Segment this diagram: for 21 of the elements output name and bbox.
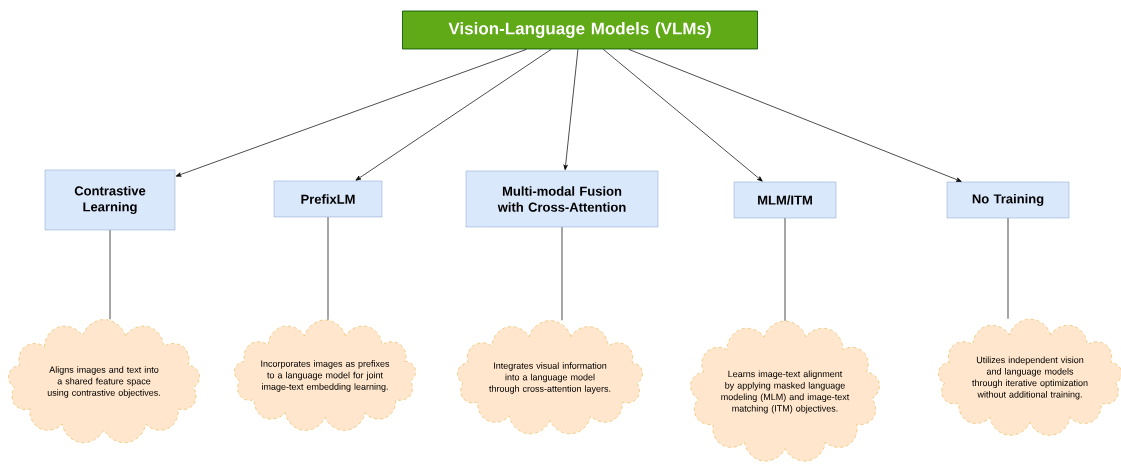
arrow — [355, 49, 552, 181]
category-box: No Training — [946, 181, 1070, 219]
description-cloud: Aligns images and text into a shared feature space using contrastive objectives. — [8, 319, 200, 444]
description-cloud: Incorporates images as prefixes to a language model for joint image-text embedding learning. — [234, 319, 416, 431]
arrow — [563, 49, 579, 171]
title-box: Vision-Language Models (VLMs) — [402, 10, 758, 50]
category-box: Multi-modal Fusion with Cross-Attention — [465, 170, 659, 228]
connector-line — [784, 217, 786, 322]
connector-line — [327, 216, 329, 321]
description-cloud: Learns image-text alignment by applying masked language modeling (MLM) and image-text matching (ITM) objectives. — [690, 320, 880, 462]
category-box: Contrastive Learning — [44, 169, 176, 231]
category-box: MLM/ITM — [733, 181, 837, 219]
connector-line — [561, 226, 563, 321]
description-cloud: Utilizes independent vision and language models through iterative optimization without additional training. — [938, 318, 1121, 436]
category-box: PrefixLM — [273, 180, 383, 218]
connector-line — [1007, 217, 1009, 320]
connector-line — [109, 229, 111, 320]
arrow — [603, 49, 763, 182]
description-cloud: Integrates visual information into a language model through cross-attention layers. — [457, 320, 643, 435]
arrow — [175, 49, 527, 177]
arrow — [628, 49, 962, 182]
